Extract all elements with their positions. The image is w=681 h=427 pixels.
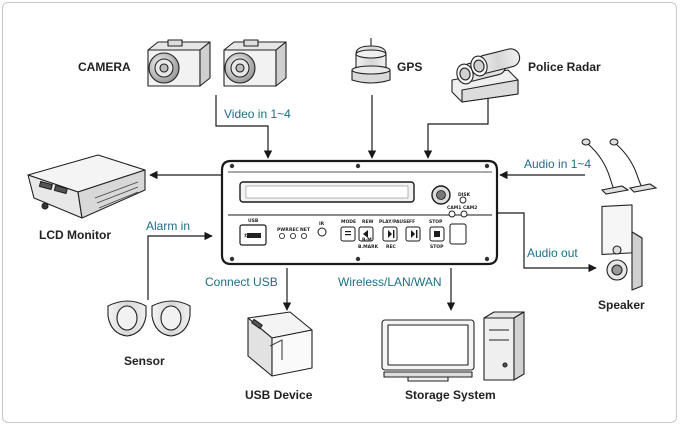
audio-out-arrow — [497, 212, 597, 273]
panel-ir-label: IR — [319, 222, 325, 227]
ir-sensor — [317, 227, 327, 237]
button-glyphs — [345, 230, 440, 238]
gps-label: GPS — [397, 60, 423, 74]
disk-led — [459, 196, 467, 204]
camera-to-dvr-arrow — [215, 95, 273, 159]
panel-rec-sub-label: REC — [386, 245, 396, 250]
speaker-label: Speaker — [598, 298, 645, 312]
screw — [484, 256, 490, 262]
storage-system-label: Storage System — [405, 388, 496, 402]
screw — [355, 163, 361, 169]
network-label: Wireless/LAN/WAN — [338, 275, 442, 289]
screw — [355, 256, 361, 262]
screw — [229, 163, 235, 169]
microphone-icon — [581, 138, 658, 195]
radar-to-dvr-arrow — [423, 92, 489, 159]
net-led — [300, 232, 307, 239]
rec-led — [289, 232, 296, 239]
panel-cam-buttons-label: CAM1 CAM2 — [447, 206, 478, 211]
lcd-monitor-icon — [27, 154, 146, 219]
pwr-led — [278, 232, 285, 239]
video-in-label: Video in 1~4 — [224, 107, 291, 121]
audio-out-label: Audio out — [527, 246, 578, 260]
police-radar-icon — [451, 48, 521, 103]
screw — [484, 163, 490, 169]
sensor-label: Sensor — [124, 354, 165, 368]
panel-disk-label: DISK — [458, 193, 471, 198]
diagram-frame — [2, 2, 677, 423]
camera-icon — [147, 39, 287, 87]
cam-button[interactable] — [449, 223, 467, 245]
police-radar-label: Police Radar — [528, 60, 601, 74]
audio-in-label: Audio in 1~4 — [524, 157, 592, 171]
speaker-icon — [601, 204, 643, 291]
panel-play-pause-label: PLAY/PAUSE — [379, 220, 410, 225]
panel-net-label: NET — [300, 228, 310, 233]
alarm-in-label: Alarm in — [146, 219, 191, 233]
usb-device-icon — [247, 311, 313, 377]
panel-rec-label: REC — [289, 228, 299, 233]
connect-usb-label: Connect USB — [205, 275, 278, 289]
panel-bmark-label: B.MARK — [358, 245, 379, 250]
screw — [229, 256, 235, 262]
alarm-in-arrow — [147, 231, 213, 300]
panel-rew-label: REW — [362, 220, 374, 225]
panel-mode-label: MODE — [341, 220, 357, 225]
sensor-icon — [107, 300, 191, 337]
panel-bmark-button-label: B-M — [362, 238, 372, 243]
panel-stop-label: STOP — [429, 220, 443, 225]
camera-label: CAMERA — [78, 60, 131, 74]
usb-symbol-icon: ⇆ — [244, 232, 250, 240]
gps-antenna-icon — [351, 38, 391, 84]
dvr-unit: ⇆ — [220, 159, 499, 266]
connection-lines — [147, 92, 597, 311]
lcd-monitor-label: LCD Monitor — [39, 228, 111, 242]
panel-pwr-label: PWR — [277, 228, 289, 233]
panel-usb-label: USB — [248, 219, 259, 224]
cam2-button[interactable] — [460, 210, 468, 218]
panel-stop-sub-label: STOP — [430, 245, 444, 250]
panel-ff-label: FF — [409, 220, 416, 225]
usb-device-label: USB Device — [245, 388, 313, 402]
cam1-button[interactable] — [448, 210, 456, 218]
storage-system-icon — [381, 311, 525, 382]
